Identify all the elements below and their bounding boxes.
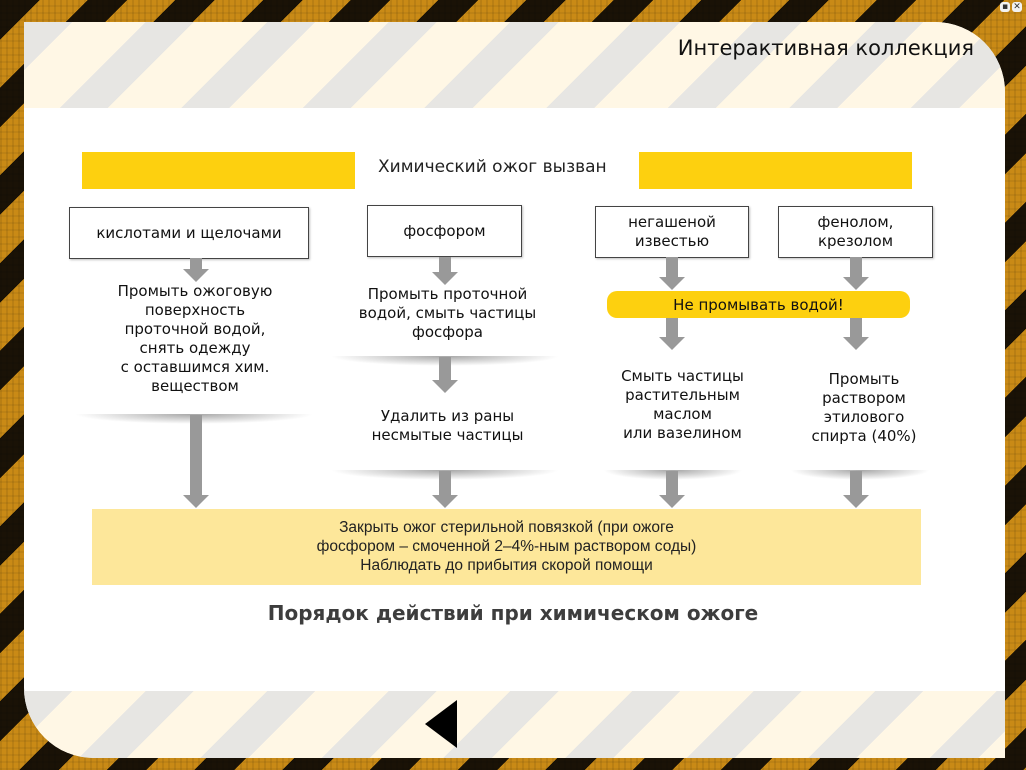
arrow-down-icon (432, 257, 458, 285)
arrow-down-icon (843, 471, 869, 508)
step-phenol-1: Промыть раствором этилового спирта (40%) (811, 370, 917, 445)
header-stripes (24, 22, 1005, 108)
arrow-down-icon (183, 258, 209, 282)
arrow-down-icon (183, 415, 209, 508)
final-step-box: Закрыть ожог стерильной повязкой (при ож… (92, 509, 921, 585)
diagram-header: Химический ожог вызван (378, 157, 607, 177)
cause-label: фенолом, крезолом (817, 213, 894, 250)
arrow-down-icon (843, 257, 869, 290)
warning-text: Не промывать водой! (673, 295, 844, 314)
close-icon[interactable]: ✕ (1012, 2, 1022, 12)
final-line-3: Наблюдать до прибытия скорой помощи (360, 557, 653, 574)
cause-phosphorus: фосфором (367, 205, 522, 257)
app-title: Интерактивная коллекция (677, 36, 974, 60)
step-lime-1: Смыть частицы растительным маслом или ва… (621, 367, 744, 442)
header-bar-right (639, 152, 912, 189)
arrow-down-icon (659, 471, 685, 508)
arrow-down-icon (843, 318, 869, 350)
diagram-caption: Порядок действий при химическом ожоге (267, 601, 759, 625)
step-acids-1: Промыть ожоговую поверхность проточной в… (117, 282, 273, 395)
cause-label: негашеной известью (628, 213, 716, 250)
step-phosphorus-1: Промыть проточной водой, смыть частицы ф… (358, 285, 537, 341)
content-panel (24, 22, 1005, 758)
cause-acids: кислотами и щелочами (69, 207, 309, 259)
cause-phenol: фенолом, крезолом (778, 206, 933, 258)
arrow-down-icon (659, 257, 685, 290)
triangle-left-icon[interactable] (425, 700, 457, 748)
cause-label: фосфором (403, 221, 486, 240)
footer-stripes (24, 691, 1005, 758)
cause-lime: негашеной известью (595, 206, 749, 258)
arrow-down-icon (432, 357, 458, 393)
window-controls: ▪ ✕ (1000, 2, 1022, 12)
arrow-down-icon (659, 318, 685, 350)
warning-no-water: Не промывать водой! (607, 291, 910, 318)
header-bar-left (82, 152, 355, 189)
minimize-icon[interactable]: ▪ (1000, 2, 1010, 12)
arrow-down-icon (432, 471, 458, 508)
final-line-1: Закрыть ожог стерильной повязкой (при ож… (339, 519, 674, 536)
step-phosphorus-2: Удалить из раны несмытые частицы (371, 407, 524, 444)
cause-label: кислотами и щелочами (96, 223, 282, 242)
final-line-2: фосфором – смоченной 2–4%-ным раствором … (316, 538, 697, 555)
